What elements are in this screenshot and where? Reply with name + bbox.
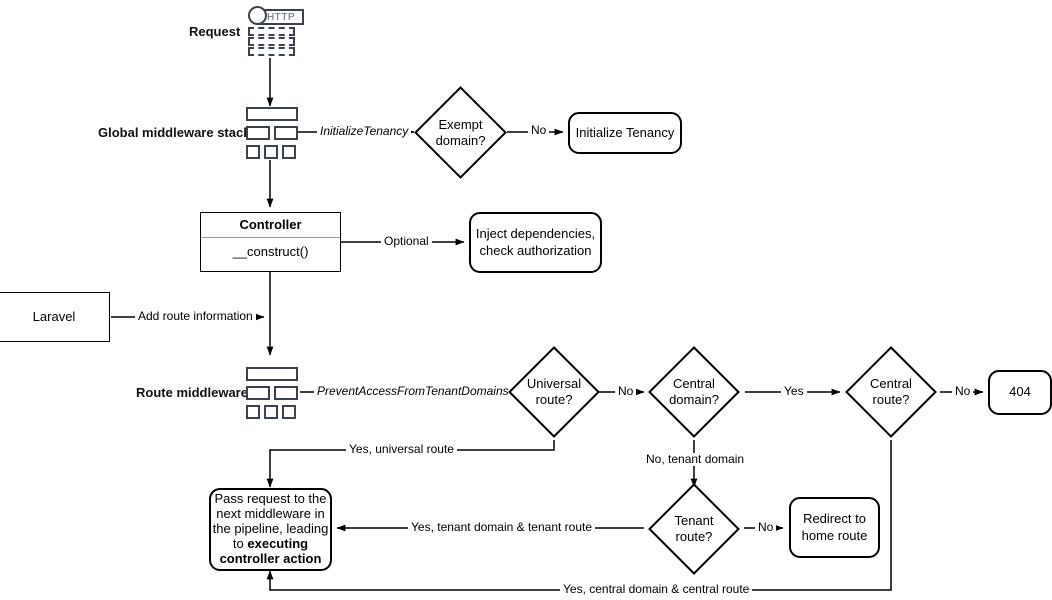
decision-central-domain: Central domain? — [648, 346, 740, 438]
edge-label-initialize-tenancy: InitializeTenancy — [317, 124, 412, 139]
decision-central-domain-text: Central domain? — [669, 376, 719, 408]
decision-tenant-route: Tenant route? — [648, 483, 740, 575]
node-laravel: Laravel — [0, 292, 110, 342]
decision-text-line: domain? — [669, 392, 719, 407]
pass-request-line-4: to executing — [232, 535, 309, 552]
stack-box — [282, 405, 296, 419]
http-icon-dashed-row-1 — [248, 27, 295, 36]
decision-central-route: Central route? — [845, 346, 937, 438]
stack-box — [282, 145, 296, 159]
stack-box — [264, 145, 278, 159]
node-inject-dependencies-line1: Inject dependencies, — [475, 226, 596, 242]
stack-box — [274, 126, 298, 140]
node-404: 404 — [988, 370, 1052, 415]
stack-row-bottom — [246, 145, 298, 159]
edge-label-central-domain-no: No, tenant domain — [643, 452, 748, 467]
node-initialize-tenancy-text: Initialize Tenancy — [575, 124, 675, 140]
edge-label-add-route-information: Add route information — [135, 309, 256, 324]
pass-request-line-1: Pass request to the — [214, 491, 327, 507]
node-redirect-line2: home route — [801, 527, 868, 543]
stack-box — [246, 386, 270, 400]
node-inject-dependencies-line2: check authorization — [479, 242, 592, 258]
decision-text-line: Exempt — [438, 116, 483, 132]
edge-label-exempt-no: No — [528, 123, 550, 138]
stack-box — [246, 145, 260, 159]
edge-label-tenant-route-yes: Yes, tenant domain & tenant route — [408, 520, 596, 535]
pass-request-line-4-prefix: to — [232, 535, 248, 551]
stack-box — [246, 367, 298, 381]
pass-request-line-2: next middleware in — [216, 506, 325, 522]
decision-text-line: Tenant — [674, 513, 714, 529]
decision-text-line: route? — [872, 392, 910, 407]
edge-label-optional: Optional — [381, 234, 432, 249]
edge-label-tenant-route-no: No — [755, 520, 777, 535]
edge-label-prevent-access: PreventAccessFromTenantDomains — [314, 384, 512, 399]
middleware-stack-icon-route — [246, 367, 298, 419]
route-middleware-label: Route middleware — [136, 385, 248, 400]
http-request-icon: HTTP — [246, 4, 304, 58]
decision-text-line: Central — [673, 376, 715, 392]
pass-request-line-3: the pipeline, leading — [212, 521, 329, 537]
node-redirect-home-route: Redirect to home route — [789, 497, 880, 558]
node-controller: Controller __construct() — [200, 212, 341, 272]
decision-tenant-route-text: Tenant route? — [674, 513, 713, 545]
edge-label-universal-no: No — [615, 384, 637, 399]
global-middleware-stack-label: Global middleware stack — [98, 125, 251, 140]
http-icon-circle — [248, 6, 267, 25]
stack-box — [246, 107, 298, 121]
stack-row-top — [246, 107, 298, 121]
decision-text-line: domain? — [435, 132, 486, 148]
pass-request-bold-2: controller action — [219, 550, 322, 566]
node-redirect-line1: Redirect to — [803, 511, 866, 527]
decision-text-line: route? — [535, 392, 573, 407]
stack-row-bottom — [246, 405, 298, 419]
decision-text-line: route? — [675, 529, 713, 544]
edge-label-central-yes-route: Yes, central domain & central route — [560, 582, 753, 597]
edge-label-central-route-no: No — [952, 384, 974, 399]
edge-label-central-domain-yes: Yes — [781, 384, 807, 399]
edge-label-universal-yes: Yes, universal route — [346, 442, 457, 457]
decision-universal-route-text: Universal route? — [527, 376, 581, 408]
node-inject-dependencies: Inject dependencies, check authorization — [469, 212, 602, 273]
decision-text-line: Central — [870, 376, 912, 392]
decision-text-line: Universal — [526, 376, 582, 392]
request-label: Request — [189, 24, 241, 39]
stack-box — [274, 386, 298, 400]
node-404-text: 404 — [1009, 384, 1031, 400]
stack-box — [246, 405, 260, 419]
http-icon-dashed-row-2 — [248, 37, 295, 46]
stack-row-middle — [246, 386, 298, 400]
stack-row-top — [246, 367, 298, 381]
controller-method: __construct() — [232, 244, 309, 259]
decision-exempt-domain: Exempt domain? — [414, 86, 507, 179]
controller-title: Controller — [201, 213, 340, 238]
decision-exempt-domain-text: Exempt domain? — [436, 117, 486, 149]
pass-request-bold-1: executing — [247, 535, 309, 551]
node-initialize-tenancy: Initialize Tenancy — [568, 112, 682, 154]
node-laravel-text: Laravel — [32, 308, 76, 324]
decision-central-route-text: Central route? — [870, 376, 912, 408]
stack-box — [264, 405, 278, 419]
stack-row-middle — [246, 126, 298, 140]
stack-box — [246, 126, 270, 140]
middleware-stack-icon-global — [246, 107, 298, 159]
decision-universal-route: Universal route? — [508, 346, 600, 438]
http-icon-dashed-row-3 — [248, 47, 295, 56]
node-pass-request: Pass request to the next middleware in t… — [209, 488, 332, 571]
